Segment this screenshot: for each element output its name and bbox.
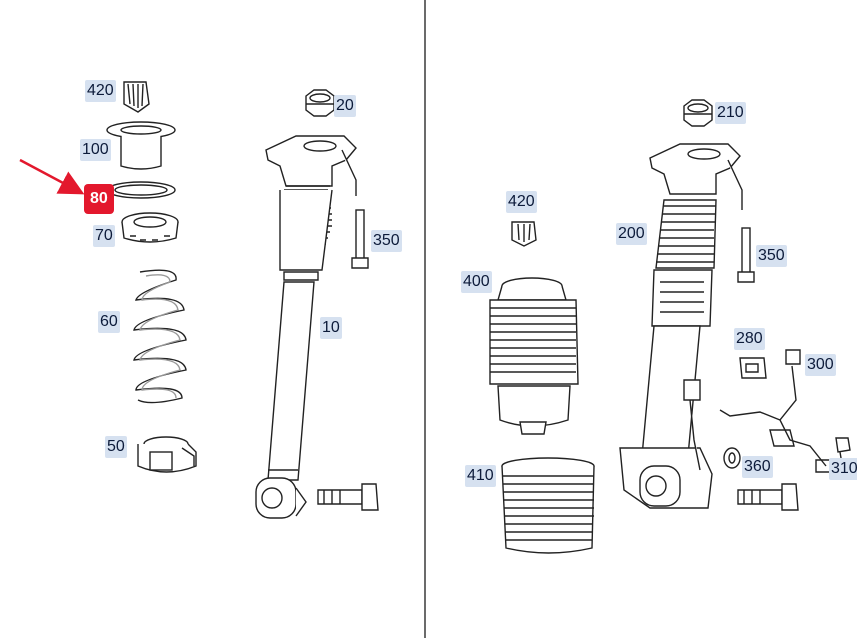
part-80-drawing (106, 181, 176, 199)
part-420-right-drawing (511, 221, 537, 247)
part-label-200[interactable]: 200 (616, 223, 647, 245)
part-label-280[interactable]: 280 (734, 328, 765, 350)
part-label-360[interactable]: 360 (742, 456, 773, 478)
part-50-drawing (137, 436, 197, 473)
part-label-300[interactable]: 300 (805, 354, 836, 376)
part-200-drawing (619, 143, 743, 509)
part-60-drawing (133, 269, 187, 404)
part-label-210[interactable]: 210 (715, 102, 746, 124)
part-350-right-drawing (737, 227, 755, 283)
part-label-400[interactable]: 400 (461, 271, 492, 293)
part-210-drawing (683, 99, 713, 127)
part-label-420-left[interactable]: 420 (85, 80, 116, 102)
part-410-drawing (501, 457, 595, 554)
part-350-left-drawing (351, 209, 369, 269)
part-100-drawing (106, 121, 176, 170)
part-label-310[interactable]: 310 (829, 458, 857, 480)
part-70-drawing (121, 212, 179, 243)
part-bolt-right-drawing (737, 483, 799, 511)
part-label-80-selected[interactable]: 80 (84, 184, 114, 214)
part-360-drawing (723, 447, 741, 469)
part-label-70[interactable]: 70 (93, 225, 115, 247)
part-label-420-right[interactable]: 420 (506, 191, 537, 213)
part-400-drawing (489, 277, 579, 435)
part-label-60[interactable]: 60 (98, 311, 120, 333)
highlight-arrow (19, 158, 85, 195)
part-label-50[interactable]: 50 (105, 436, 127, 458)
part-label-10[interactable]: 10 (320, 317, 342, 339)
panel-divider (424, 0, 426, 638)
part-10-drawing (255, 135, 357, 519)
part-label-100[interactable]: 100 (80, 139, 111, 161)
part-280-drawing (739, 357, 767, 379)
part-label-410[interactable]: 410 (465, 465, 496, 487)
part-label-350-left[interactable]: 350 (371, 230, 402, 252)
part-300-drawing (719, 349, 831, 473)
part-label-350-right[interactable]: 350 (756, 245, 787, 267)
part-420-left-drawing (123, 81, 150, 113)
part-label-20[interactable]: 20 (334, 95, 356, 117)
part-20-drawing (305, 89, 335, 117)
part-bolt-left-drawing (317, 483, 379, 511)
